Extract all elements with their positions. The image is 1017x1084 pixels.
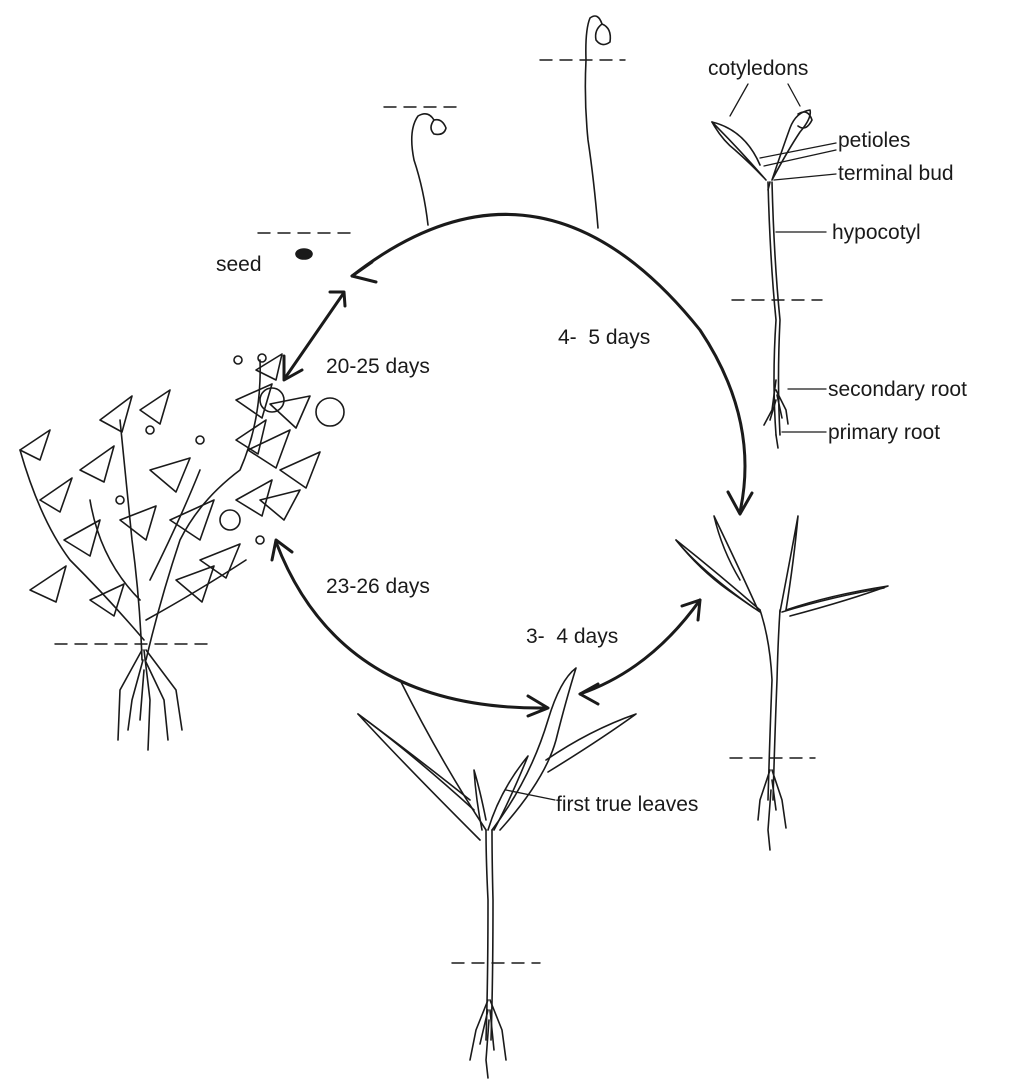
young-plant-icon [358, 668, 636, 1078]
leader-cotyledons-right [788, 84, 800, 106]
leader-petioles [760, 143, 836, 158]
label-seed: seed [216, 254, 262, 275]
cycle-arrows [272, 214, 752, 716]
seed-icon [296, 249, 312, 259]
duration-seed-to-seedling: 4- 5 days [558, 327, 650, 348]
arrowhead-young-left [528, 696, 548, 716]
label-secondary-root: secondary root [828, 379, 967, 400]
sprout-hook-small-icon [412, 114, 446, 225]
soil-lines [55, 60, 822, 963]
label-cotyledons: cotyledons [708, 58, 808, 79]
leader-petioles-2 [764, 150, 836, 166]
sprout-hook-tall-icon [585, 16, 610, 228]
open-seedling-icon [676, 516, 888, 850]
cotyledon-seedling-icon [712, 110, 812, 448]
label-terminal-bud: terminal bud [838, 163, 954, 184]
label-hypocotyl: hypocotyl [832, 222, 921, 243]
mature-plant-icon [20, 354, 344, 750]
arrowhead-seed [352, 262, 376, 282]
arrow-young-to-mature [276, 542, 545, 708]
label-primary-root: primary root [828, 422, 940, 443]
label-petioles: petioles [838, 130, 910, 151]
duration-mature-to-seed: 20-25 days [326, 356, 430, 377]
arrowhead-young-right [580, 684, 598, 704]
leader-terminal-bud [774, 174, 836, 180]
label-first-true-leaves: first true leaves [556, 794, 698, 815]
duration-seedling-to-young: 3- 4 days [526, 626, 618, 647]
duration-young-to-mature: 23-26 days [326, 576, 430, 597]
label-leaders [506, 84, 836, 800]
leader-cotyledons-left [730, 84, 748, 116]
